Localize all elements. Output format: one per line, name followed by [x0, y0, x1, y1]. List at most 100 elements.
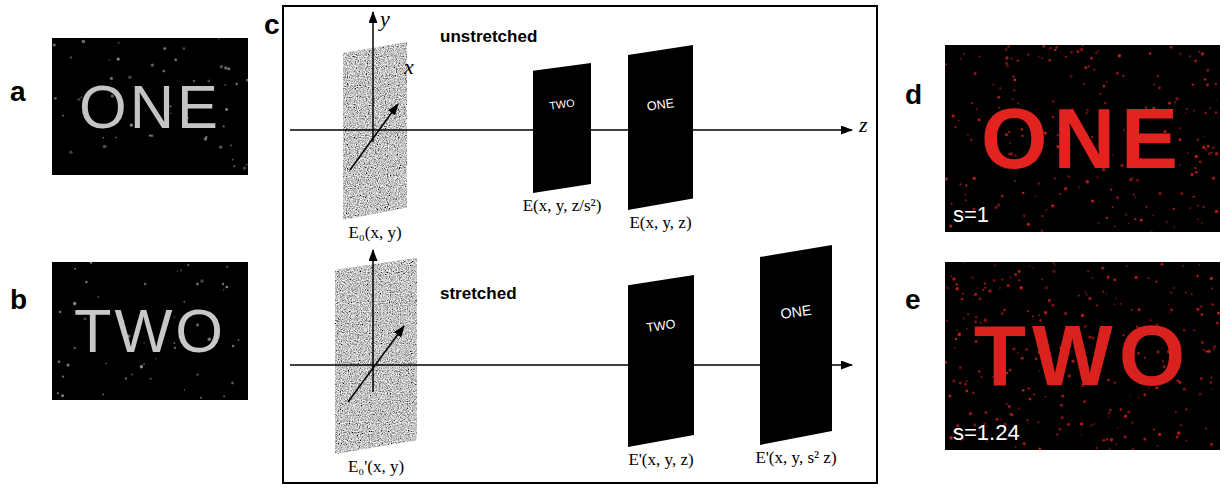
speckle-dot	[225, 108, 228, 111]
plane-outline	[628, 275, 694, 447]
image-word: ONE	[52, 76, 248, 137]
speckle-dot	[1126, 265, 1128, 267]
speckle-dot	[1180, 424, 1182, 426]
speckle-dot	[957, 330, 959, 332]
speckle-dot	[1197, 218, 1198, 219]
speckle-dot	[1041, 230, 1044, 232]
speckle-dot	[226, 286, 228, 288]
speckle-dot	[180, 269, 182, 271]
speckle-dot	[1037, 182, 1040, 185]
speckle-dot	[1205, 350, 1208, 353]
plane-outline	[628, 45, 693, 210]
speckle-dot	[230, 144, 232, 146]
speckle-dot	[1078, 294, 1080, 296]
speckle-dot	[1207, 145, 1210, 148]
speckle-dot	[1153, 84, 1155, 86]
speckle-dot	[963, 318, 965, 320]
speckle-dot	[1199, 264, 1201, 266]
speckle-dot	[976, 108, 978, 110]
speckle-dot	[1114, 226, 1115, 227]
speckle-dot	[1048, 59, 1051, 62]
plane-caption: E(x, y, z/s²)	[521, 197, 604, 216]
speckle-dot	[1012, 75, 1014, 77]
speckle-dot	[1212, 147, 1214, 149]
speckle-dot	[62, 115, 64, 117]
speckle-dot	[992, 84, 994, 86]
speckle-dot	[995, 418, 998, 421]
speckle-dot	[960, 58, 962, 60]
speckle-dot	[1083, 400, 1086, 403]
speckle-dot	[1041, 57, 1043, 59]
speckle-dot	[1116, 196, 1119, 199]
speckle-dot	[1095, 52, 1097, 54]
speckle-dot	[1014, 273, 1017, 276]
speckle-dot	[143, 363, 145, 365]
speckle-dot	[196, 283, 199, 286]
speckle-dot	[102, 394, 104, 396]
speckle-dot	[961, 298, 964, 301]
speckle-dot	[1008, 405, 1010, 407]
speckle-dot	[1170, 291, 1173, 294]
speckle-dot	[1206, 84, 1209, 87]
speckle-dot	[1185, 440, 1187, 442]
speckle-dot	[969, 412, 972, 415]
speckle-dot	[959, 366, 962, 369]
speckle-dot	[1056, 434, 1058, 436]
speckle-dot	[945, 361, 947, 364]
speckle-dot	[1192, 83, 1194, 85]
speckle-dot	[1214, 83, 1217, 86]
speckle-dot	[1146, 206, 1148, 208]
speckle-dot	[231, 381, 234, 384]
speckle-dot	[1080, 422, 1083, 425]
speckle-dot	[1113, 278, 1116, 281]
axis-label: y	[380, 8, 390, 30]
speckle-dot	[1210, 381, 1213, 384]
speckle-dot	[227, 67, 230, 70]
speckle-dot	[1205, 428, 1207, 430]
speckle-dot	[1196, 275, 1199, 278]
speckle-dot	[1173, 208, 1175, 210]
speckle-dot	[62, 376, 64, 378]
speckle-dot	[1158, 433, 1161, 436]
plane-fill	[628, 275, 694, 447]
speckle-dot	[1133, 194, 1135, 196]
speckle-dot	[225, 286, 228, 289]
speckle-dot	[140, 365, 143, 368]
speckle-dot	[945, 177, 948, 180]
speckle-dot	[964, 383, 967, 386]
speckle-dot	[984, 287, 986, 289]
speckle-dot	[1088, 65, 1090, 67]
speckle-dot	[1110, 188, 1112, 190]
speckle-dot	[162, 70, 165, 73]
speckle-dot	[226, 266, 228, 268]
speckle-dot	[976, 287, 978, 289]
speckle-dot	[1101, 267, 1104, 270]
speckle-dot	[1150, 231, 1152, 232]
speckle-dot	[1114, 304, 1115, 305]
speckle-dot	[954, 347, 956, 349]
speckle-dot	[1186, 108, 1188, 110]
x-axis	[348, 326, 404, 402]
speckle-dot	[117, 58, 120, 61]
speckle-dot	[1173, 287, 1175, 289]
speckle-dot	[1046, 209, 1048, 211]
speckle-dot	[1196, 308, 1199, 311]
speckle-dot	[1038, 448, 1041, 450]
speckle-dot	[958, 333, 962, 337]
panel-letter: a	[10, 78, 26, 106]
speckle-dot	[1187, 152, 1189, 154]
speckle-dot	[1018, 408, 1020, 410]
speckle-dot	[951, 114, 955, 118]
speckle-dot	[1200, 306, 1202, 308]
speckle-dot	[103, 145, 107, 149]
speckle-dot	[971, 102, 973, 104]
speckle-dot	[1088, 297, 1091, 300]
x-axis	[350, 104, 398, 170]
speckle-dot	[1061, 416, 1064, 419]
speckle-dot	[61, 394, 64, 397]
hologram-speckle	[335, 258, 417, 454]
speckle-dot	[1003, 309, 1005, 311]
speckle-dot	[1107, 276, 1110, 279]
speckle-dot	[1023, 214, 1026, 217]
